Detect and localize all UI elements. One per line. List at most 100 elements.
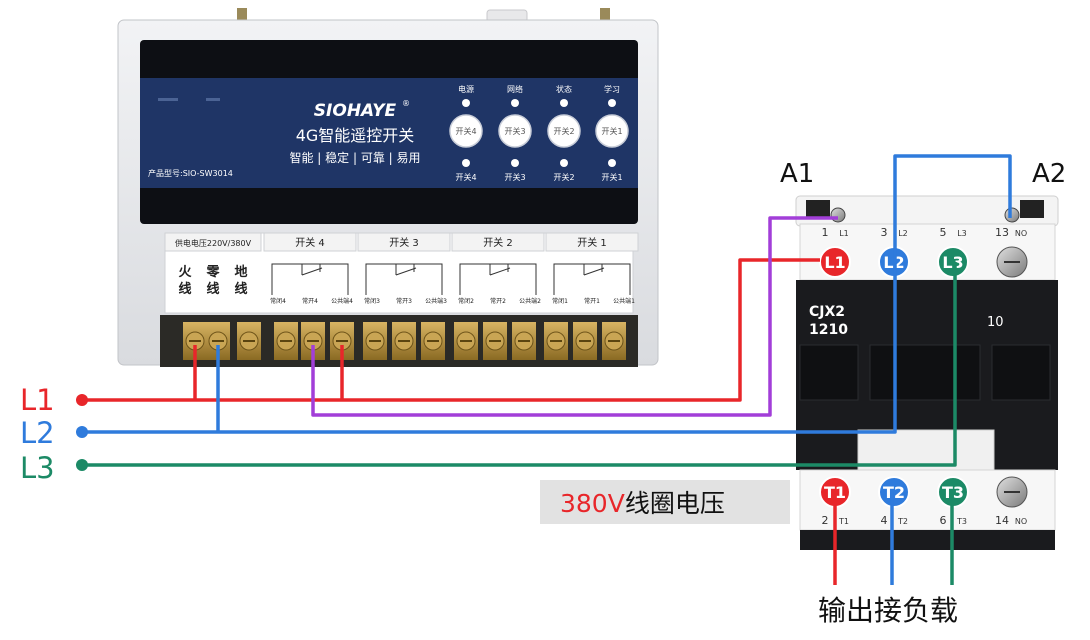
registered-mark: ® [402, 99, 410, 108]
terminal-sub-label: T2 [897, 517, 908, 526]
channel-terminal-label: 常开3 [396, 297, 412, 305]
supply-terminal-label: 地线 [234, 264, 247, 297]
contactor-window [799, 344, 859, 401]
channel-terminal-label: 公共端1 [613, 297, 635, 305]
contactor-window [869, 344, 981, 401]
indicator-top-label: 学习 [604, 84, 620, 94]
switch-button-label: 开关1 [601, 126, 622, 136]
channel-terminal-label: 常开2 [490, 297, 506, 305]
terminal-badge-label: L3 [942, 253, 963, 272]
coil-terminal-a1: A1 [780, 159, 814, 189]
channel-header-box [263, 232, 357, 252]
relay-symbol-icon [271, 263, 349, 295]
l3-terminal-dot [76, 459, 88, 471]
status-led-icon [462, 99, 470, 107]
l3-label: L3 [20, 451, 55, 485]
remote-switch-module: SIOHAYE ® 4G智能遥控开关 智能 | 稳定 | 可靠 | 易用 产品型… [117, 8, 659, 367]
wire-a2-link [893, 154, 1012, 262]
switch-button[interactable] [595, 114, 629, 148]
channel-terminal-label: 常开1 [584, 297, 600, 305]
terminal-number: 5 [940, 226, 947, 239]
terminal-screw-icon [363, 322, 387, 360]
switch-button-label: 开关2 [553, 126, 574, 136]
switch-button-label: 开关4 [455, 126, 476, 136]
switch-led-icon [462, 159, 470, 167]
terminal-screw-icon [512, 322, 536, 360]
supply-header: 供电电压220V/380V [175, 238, 252, 248]
indicator-top-label: 状态 [556, 84, 572, 94]
wire-coil-control [311, 216, 838, 417]
indicator-bottom-label: 开关4 [455, 172, 476, 182]
switch-led-icon [608, 159, 616, 167]
supply-terminal-label: 零线 [205, 265, 220, 297]
output-load-label: 输出接负载 [818, 594, 958, 627]
switch-button[interactable] [498, 114, 532, 148]
terminal-screw-icon [392, 322, 416, 360]
terminal-screw-icon [454, 322, 478, 360]
channel-label: 开关 4 常闭4 常开4 公共端4 [263, 232, 357, 305]
terminal-screw-icon [274, 322, 298, 360]
indicator-bottom-label: 开关3 [504, 172, 525, 182]
channel-header-box [357, 232, 451, 252]
terminal-badge [819, 246, 851, 278]
switch-button-label: 开关3 [504, 126, 525, 136]
switch-led-icon [511, 159, 519, 167]
channel-title: 开关 4 [295, 236, 325, 249]
status-led-icon [560, 99, 568, 107]
relay-symbol-icon [553, 263, 631, 295]
status-led-icon [511, 99, 519, 107]
channel-terminal-label: 常闭1 [552, 297, 568, 305]
terminal-sub-label: NO [1015, 229, 1027, 238]
terminal-screw-icon [330, 322, 354, 360]
contactor-model-line1: CJX2 [809, 304, 845, 320]
antenna-connector [237, 8, 247, 22]
terminal-badge [937, 246, 969, 278]
terminal-number: 1 [822, 226, 829, 239]
antenna-connector [600, 8, 610, 22]
terminal-screw-icon [421, 322, 445, 360]
indicator-top-label: 电源 [458, 84, 474, 94]
contactor-terminal: 13 NO [995, 226, 1028, 278]
supply-terminal-label: 火线 [178, 265, 192, 297]
channel-terminal-label: 常开4 [302, 297, 318, 305]
channel-terminal-label: 常闭2 [458, 297, 474, 305]
status-led-icon [608, 99, 616, 107]
model-number: 产品型号:SIO-SW3014 [148, 168, 233, 178]
switch-led-icon [560, 159, 568, 167]
wire-l2 [82, 262, 897, 434]
contactor-slot [1020, 200, 1044, 218]
channel-terminal-label: 公共端4 [331, 297, 353, 305]
channel-terminal-label: 常闭4 [270, 297, 286, 305]
relay-symbol-icon [459, 263, 537, 295]
terminal-sub-label: T3 [956, 517, 967, 526]
l1-label: L1 [20, 383, 55, 417]
switch-button[interactable] [547, 114, 581, 148]
terminal-number: 13 [995, 226, 1009, 239]
terminal-sub-label: L3 [957, 229, 967, 238]
wire-l3 [82, 262, 957, 467]
terminal-number: 3 [881, 226, 888, 239]
switch-button[interactable] [449, 114, 483, 148]
brand-logo: SIOHAYE [314, 101, 397, 121]
wiring [82, 154, 1012, 585]
terminal-screw-icon [483, 322, 507, 360]
relay-symbol-icon [365, 263, 443, 295]
terminal-number: 6 [940, 514, 947, 527]
wire-l1 [82, 258, 820, 402]
contactor-model-line2: 1210 [809, 322, 848, 338]
terminal-sub-label: T1 [838, 517, 849, 526]
